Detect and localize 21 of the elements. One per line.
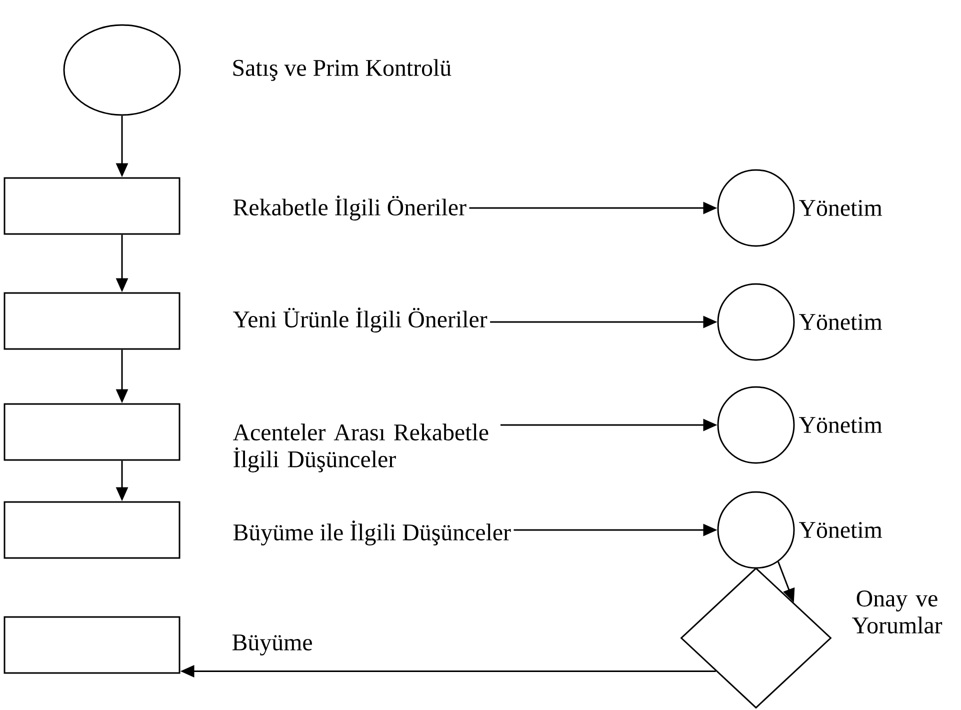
text-label: Yeni Ürünle İlgili Öneriler bbox=[233, 308, 488, 332]
circle-node bbox=[717, 386, 795, 464]
process-box bbox=[4, 403, 180, 461]
edge-label: Büyüme bbox=[230, 634, 314, 656]
process-box bbox=[4, 292, 180, 350]
circle-node bbox=[717, 169, 795, 247]
process-box bbox=[4, 501, 180, 559]
circle-node bbox=[63, 24, 181, 116]
node-caption: Satış ve Prim Kontrolü bbox=[233, 59, 452, 81]
node-caption: Yönetim bbox=[799, 416, 882, 434]
text-label: Rekabetle İlgili Öneriler bbox=[233, 196, 466, 220]
process-box bbox=[4, 616, 180, 674]
text-label: Büyüme ile İlgili Düşünceler bbox=[233, 520, 511, 546]
node-caption: Yönetim bbox=[799, 314, 882, 330]
node-caption: Onay ve Yorumlar bbox=[852, 590, 942, 634]
circle-node bbox=[717, 491, 795, 569]
node-caption: Yönetim bbox=[799, 522, 882, 538]
circle-node bbox=[717, 283, 795, 361]
text-label: Acenteler Arası Rekabetle İlgili Düşünceler bbox=[233, 424, 488, 472]
node-caption: Yönetim bbox=[799, 200, 882, 216]
process-box bbox=[4, 177, 180, 235]
